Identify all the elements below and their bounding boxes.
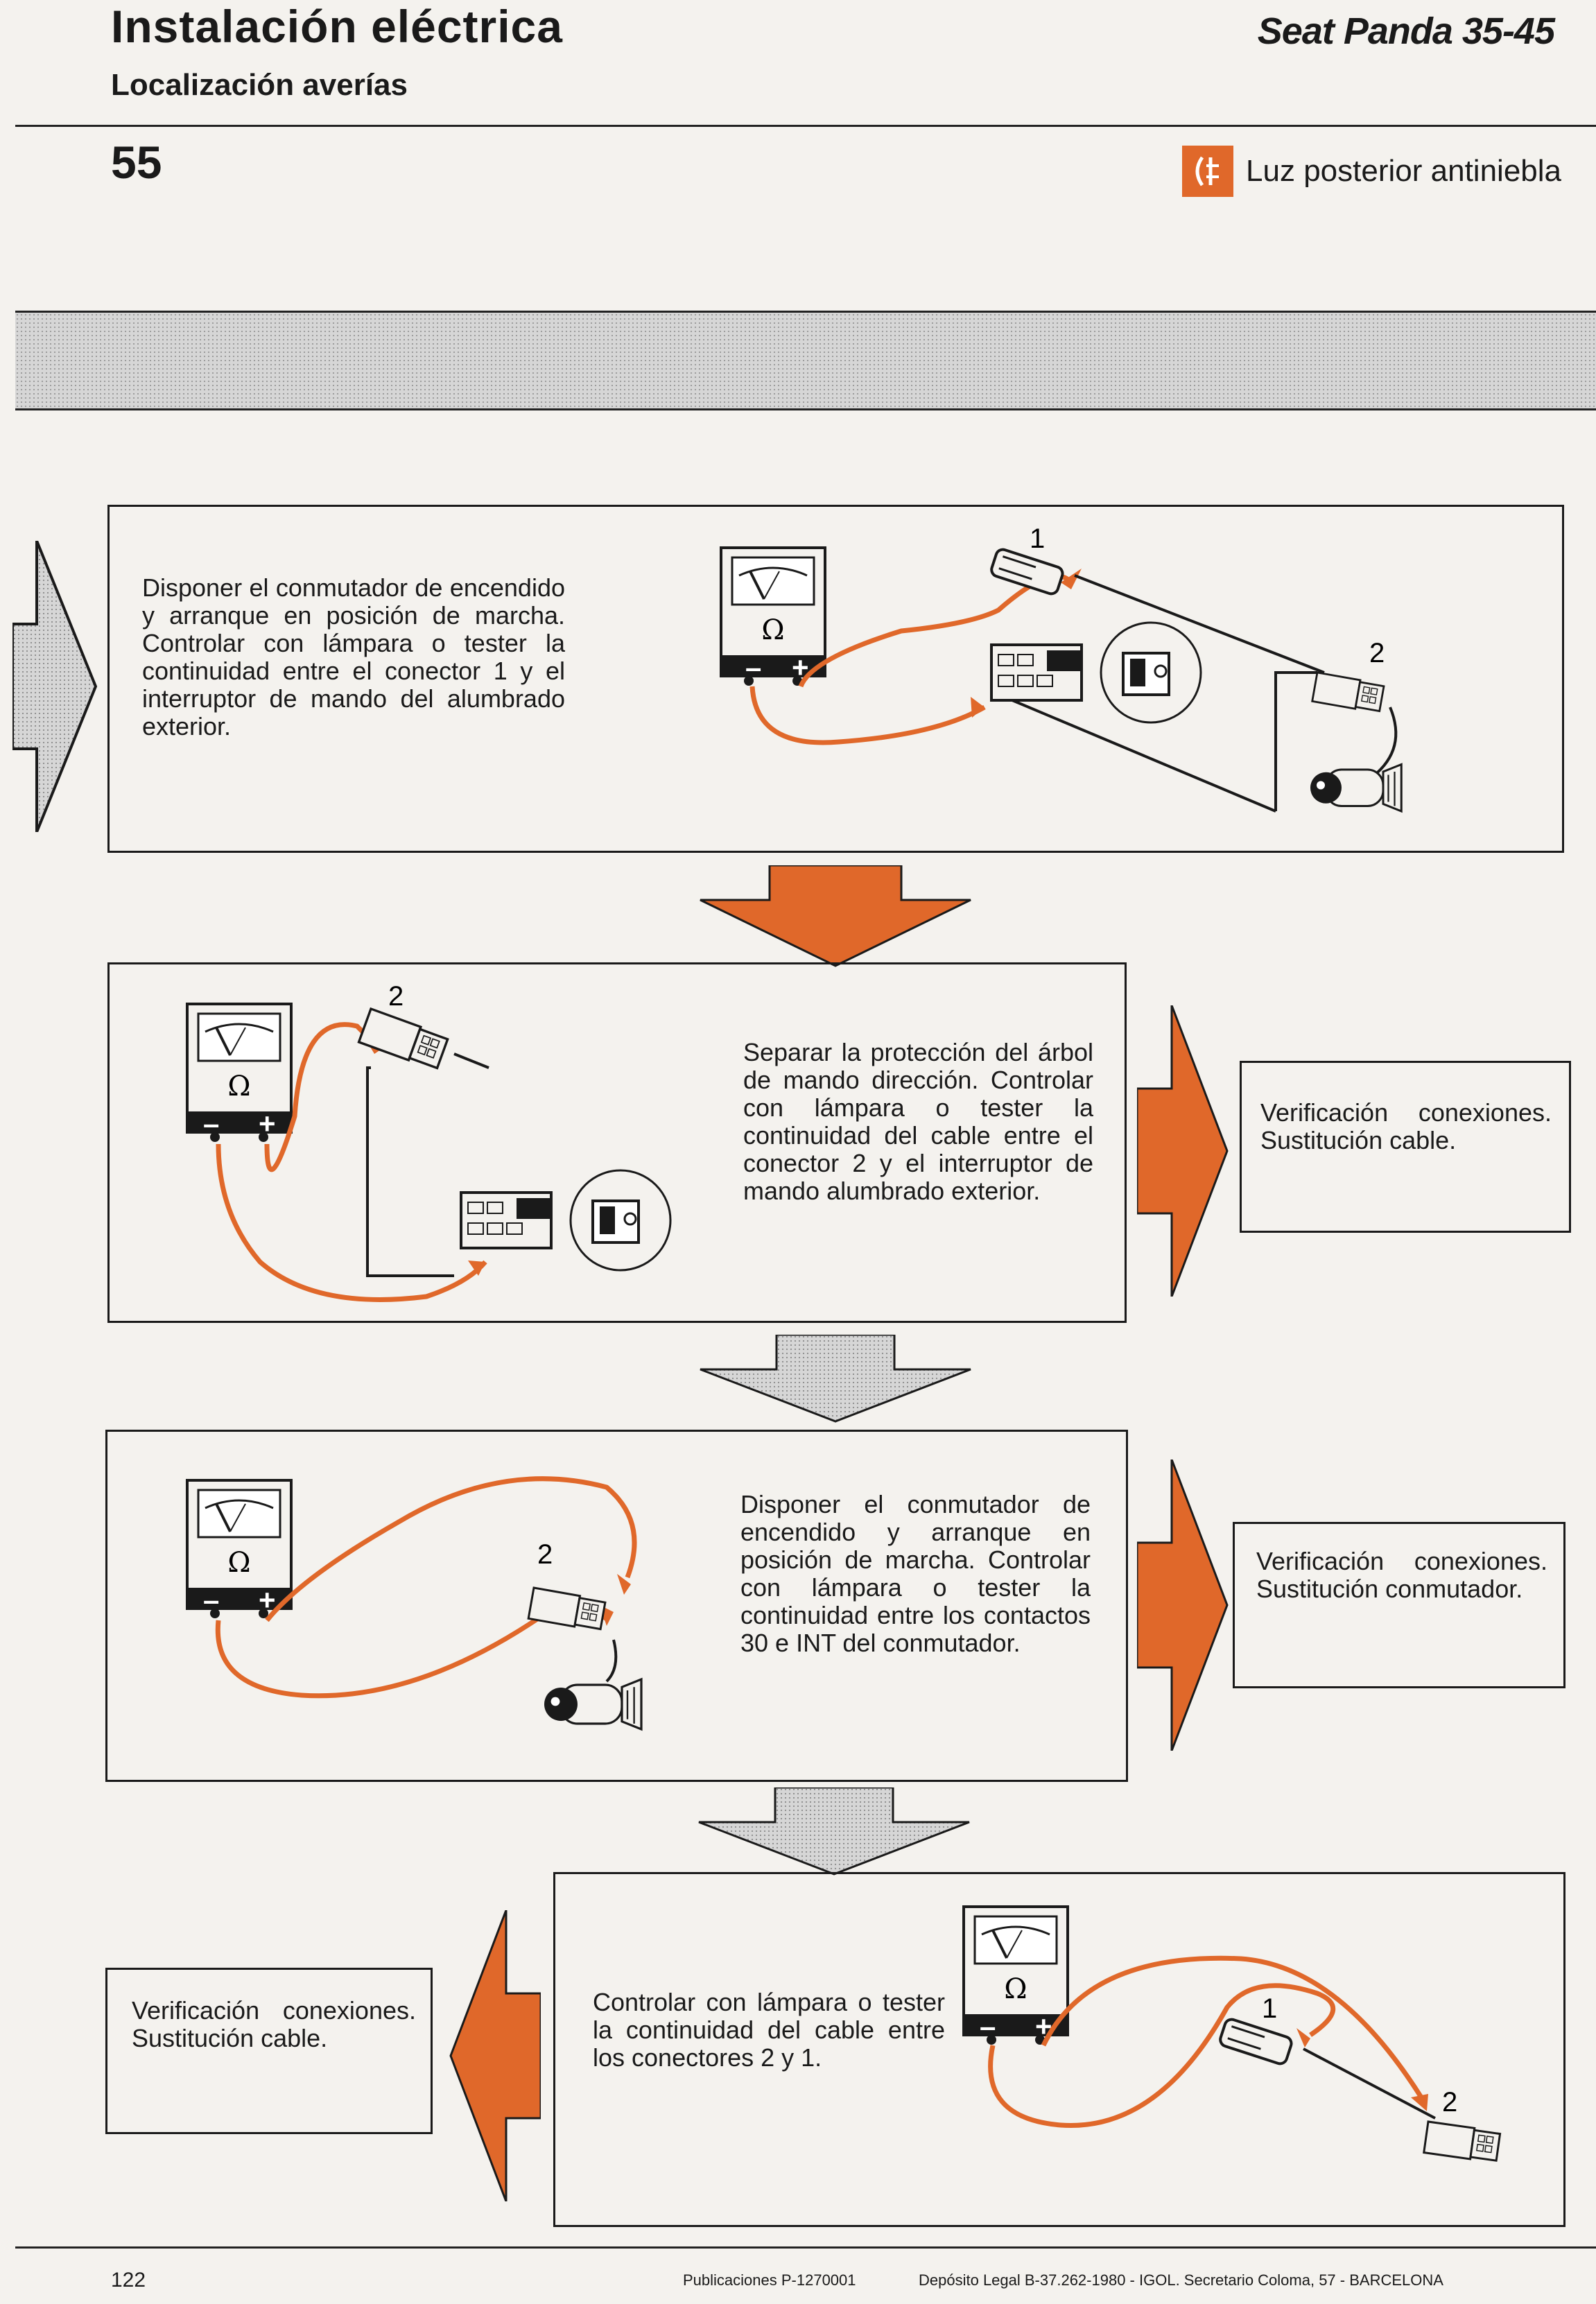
down-arrow-1 xyxy=(700,865,971,967)
result-3-text: Verificación conexiones. Sustitución con… xyxy=(1256,1547,1547,1603)
result-4-text: Verificación conexiones. Sustitución cab… xyxy=(132,1996,416,2052)
fog-lamp-icon xyxy=(1182,146,1234,197)
step-4-diagram: Ω – + 1 2 xyxy=(962,1905,1502,2164)
connector-2-label-step2: 2 xyxy=(388,981,404,1012)
down-arrow-3 xyxy=(698,1787,970,1876)
header-rule xyxy=(15,125,1596,127)
section-number: 55 xyxy=(111,137,162,188)
section-header: Luz posterior antiniebla xyxy=(1182,146,1561,197)
right-arrow-2 xyxy=(1137,1005,1229,1297)
connector-2-label-step4: 2 xyxy=(1442,2087,1457,2117)
svg-text:Ω: Ω xyxy=(227,1547,250,1579)
legal-deposit: Depósito Legal B-37.262-1980 - IGOL. Sec… xyxy=(919,2271,1443,2289)
result-4-box xyxy=(105,1968,433,2134)
svg-text:Ω: Ω xyxy=(227,1071,250,1102)
page-title: Instalación eléctrica xyxy=(111,1,563,52)
step-2-box xyxy=(107,962,1127,1323)
result-2-box xyxy=(1240,1061,1571,1233)
step-4-text: Controlar con lámpara o tester la contin… xyxy=(593,1988,945,2072)
page-number: 122 xyxy=(111,2269,146,2292)
entry-arrow xyxy=(12,541,98,832)
ohm-symbol: Ω xyxy=(761,614,784,646)
svg-text:–: – xyxy=(745,651,761,684)
left-arrow-4 xyxy=(449,1910,541,2201)
right-arrow-3 xyxy=(1137,1460,1229,1751)
step-1-diagram: Ω – + 1 2 xyxy=(720,523,1403,813)
svg-text:+: + xyxy=(259,1107,276,1140)
down-arrow-2 xyxy=(700,1335,971,1423)
publication-ref: Publicaciones P-1270001 xyxy=(683,2271,856,2289)
svg-text:–: – xyxy=(203,1584,219,1616)
svg-text:Ω: Ω xyxy=(1004,1973,1027,2005)
svg-text:–: – xyxy=(203,1107,219,1140)
step-4-box xyxy=(553,1872,1565,2227)
connector-1-label-step4: 1 xyxy=(1262,1993,1277,2024)
page-subtitle: Localización averías xyxy=(111,68,408,102)
step-3-box xyxy=(105,1430,1128,1782)
step-3-text: Disponer el conmutador de encendido y ar… xyxy=(740,1490,1091,1657)
result-2-text: Verificación conexiones. Sustitución cab… xyxy=(1260,1098,1552,1154)
brand-title: Seat Panda 35-45 xyxy=(1257,10,1555,52)
result-3-box xyxy=(1233,1522,1565,1688)
step-1-box xyxy=(107,505,1564,853)
svg-text:–: – xyxy=(980,2010,996,2043)
connector-2-label-step3: 2 xyxy=(537,1539,553,1570)
connector-2-label: 2 xyxy=(1369,638,1385,668)
dotted-band xyxy=(15,311,1596,410)
step-3-diagram: Ω – + 2 xyxy=(186,1476,643,1731)
footer-rule xyxy=(15,2246,1596,2249)
section-title: Luz posterior antiniebla xyxy=(1246,154,1561,188)
step-2-diagram: Ω – + 2 xyxy=(186,981,672,1302)
step-1-text: Disponer el conmutador de encendido y ar… xyxy=(142,573,565,740)
connector-1-label: 1 xyxy=(1030,523,1045,554)
step-2-text: Separar la protección del árbol de mando… xyxy=(743,1038,1093,1205)
